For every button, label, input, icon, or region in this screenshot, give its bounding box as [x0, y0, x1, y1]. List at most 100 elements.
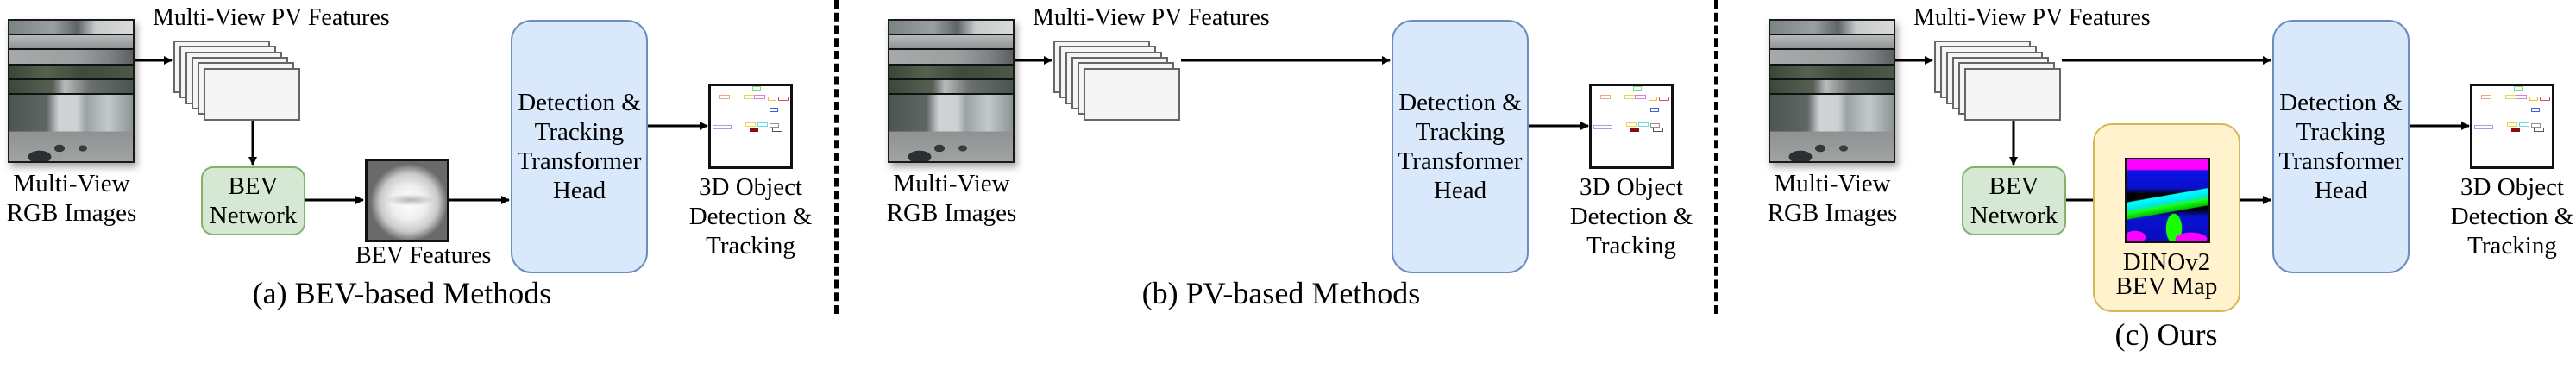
- dinov2-bev-map-image: [2125, 158, 2210, 243]
- detected-object-box: [1630, 128, 1639, 132]
- text-line: Head: [552, 177, 606, 204]
- detected-object-box: [1635, 95, 1646, 99]
- detected-object-box: [2511, 128, 2520, 132]
- camera-view-4: [9, 66, 133, 80]
- text-line: Detection &: [2279, 89, 2403, 116]
- detected-object-box: [2531, 108, 2540, 112]
- text-line: Detection &: [1398, 89, 1522, 116]
- text-line: Tracking: [2467, 232, 2557, 260]
- detected-object-box: [2519, 122, 2529, 127]
- camera-view-6: [1770, 95, 1894, 161]
- detection-output-bev: [2470, 84, 2554, 169]
- text-line: Head: [1433, 177, 1487, 204]
- text-line: RGB Images: [1767, 199, 1898, 227]
- divider-b-c: [1714, 0, 1718, 314]
- text-line: Tracking: [1415, 118, 1505, 146]
- text-line: Tracking: [534, 118, 625, 146]
- detected-object-box: [2529, 97, 2538, 101]
- pv-feature-map: [204, 67, 300, 121]
- camera-view-1: [9, 21, 133, 35]
- text-line: RGB Images: [6, 199, 137, 227]
- camera-view-4: [889, 66, 1013, 80]
- detected-object-box: [770, 123, 779, 128]
- pv-features-label: Multi-View PV Features: [1033, 4, 1270, 31]
- detected-object-box: [2514, 86, 2523, 91]
- detected-object-box: [745, 122, 756, 127]
- detected-object-box: [1593, 125, 1612, 129]
- text-line: Tracking: [1586, 232, 1676, 260]
- camera-view-5: [889, 80, 1013, 95]
- detected-object-box: [778, 97, 789, 101]
- detected-object-box: [2534, 128, 2544, 132]
- detected-object-box: [1653, 128, 1663, 132]
- camera-view-2: [1770, 35, 1894, 50]
- text-line: 3D Object: [1580, 173, 1683, 201]
- detected-object-box: [2474, 125, 2493, 129]
- detected-object-box: [719, 95, 730, 99]
- bev-features-label: BEV Features: [355, 242, 492, 269]
- detected-object-box: [1649, 97, 1657, 101]
- divider-a-b: [834, 0, 839, 314]
- text-line: Network: [209, 202, 298, 229]
- text-line: 3D Object: [699, 173, 802, 201]
- detected-object-box: [772, 128, 782, 132]
- camera-view-2: [889, 35, 1013, 50]
- detected-object-box: [2516, 95, 2527, 99]
- text-line: Multi-View: [893, 170, 1010, 197]
- camera-view-5: [1770, 80, 1894, 95]
- detected-object-box: [1638, 122, 1649, 127]
- pv-feature-map: [1964, 67, 2061, 121]
- detection-output-bev: [1589, 84, 1674, 169]
- detected-object-box: [2531, 123, 2541, 128]
- text-line: Detection &: [2450, 203, 2574, 230]
- detected-object-box: [1633, 86, 1642, 91]
- panel-caption: (a) BEV-based Methods: [252, 276, 552, 310]
- camera-view-6: [9, 95, 133, 161]
- text-line: Multi-View: [1774, 170, 1891, 197]
- camera-view-2: [9, 35, 133, 50]
- camera-view-3: [889, 50, 1013, 66]
- detected-object-box: [2540, 97, 2550, 101]
- panel-caption: (b) PV-based Methods: [1141, 276, 1421, 310]
- detected-object-box: [1626, 122, 1637, 127]
- detected-object-box: [752, 86, 761, 91]
- camera-view-1: [889, 21, 1013, 35]
- detected-object-box: [757, 122, 768, 127]
- text-line: Transformer: [1398, 147, 1523, 175]
- pv-features-label: Multi-View PV Features: [1913, 4, 2151, 31]
- text-line: Detection &: [688, 203, 813, 230]
- text-line: Transformer: [2278, 147, 2403, 175]
- camera-view-4: [1770, 66, 1894, 80]
- camera-view-3: [1770, 50, 1894, 66]
- camera-view-6: [889, 95, 1013, 161]
- text-line: Transformer: [517, 147, 642, 175]
- detected-object-box: [1659, 97, 1669, 101]
- detected-object-box: [1673, 98, 1674, 103]
- text-line: Multi-View: [13, 170, 130, 197]
- detected-object-box: [2481, 95, 2491, 99]
- detected-object-box: [770, 108, 778, 112]
- detection-output-bev: [708, 84, 793, 169]
- bev-features-image: [365, 159, 449, 242]
- detected-object-box: [1600, 95, 1611, 99]
- multi-view-rgb-images: [1769, 19, 1895, 163]
- text-line: BEV: [1989, 172, 2039, 200]
- text-line: Tracking: [706, 232, 795, 260]
